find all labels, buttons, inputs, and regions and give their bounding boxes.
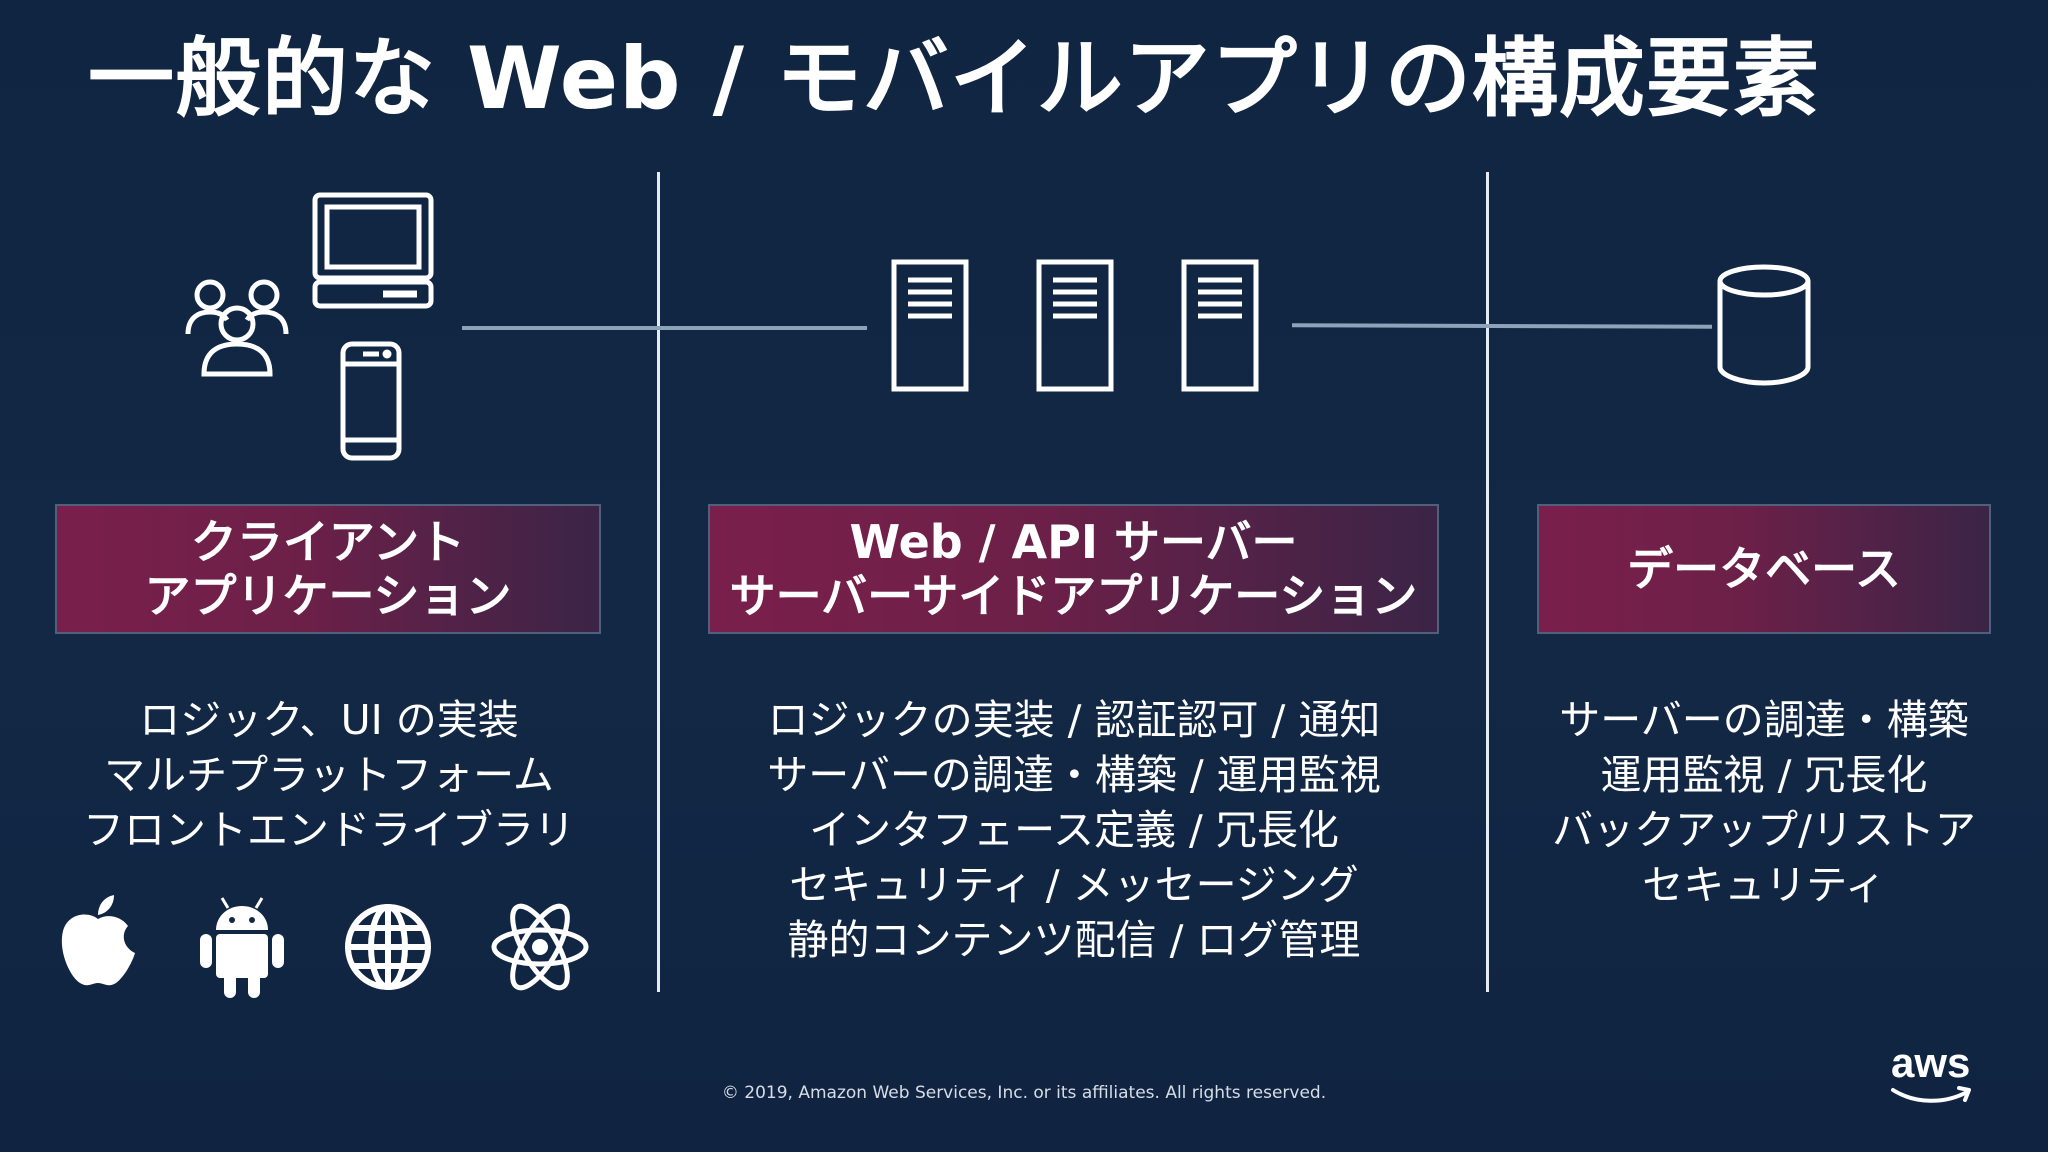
aws-logo-text: aws [1891,1039,1971,1086]
description-line: ロジック、UI の実装 [139,696,519,744]
section-heading-line: クライアント [190,515,466,569]
section-heading-line: Web / API サーバー [849,515,1298,569]
column-divider-left [657,172,660,992]
description-line: 運用監視 / 冗長化 [1600,751,1928,799]
copyright-footer: © 2019, Amazon Web Services, Inc. or its… [721,1083,1327,1103]
section-heading-server: Web / API サーバー サーバーサイドアプリケーション [708,504,1439,634]
users-icon [182,272,292,377]
description-line: インタフェース定義 / 冗長化 [809,806,1339,854]
section-description-client: ロジック、UI の実装 マルチプラットフォーム フロントエンドライブラリ [40,693,618,858]
section-description-database: サーバーの調達・構築 運用監視 / 冗長化 バックアップ/リストア セキュリティ [1510,693,2018,913]
react-atom-icon [490,900,590,994]
server-icon [1180,258,1260,393]
smartphone-icon [339,340,403,462]
description-line: セキュリティ / メッセージング [789,861,1359,909]
android-icon [196,896,288,1000]
server-icon [890,258,970,393]
connector-client-server [462,326,867,330]
apple-icon [58,893,138,987]
connector-server-database [1291,323,1713,329]
description-line: 静的コンテンツ配信 / ログ管理 [787,916,1361,964]
aws-smile-icon [1891,1086,1971,1103]
description-line: マルチプラットフォーム [104,751,554,799]
aws-logo: aws [1883,1040,1979,1112]
description-line: バックアップ/リストア [1552,806,1976,854]
section-heading-database: データベース [1537,504,1991,634]
section-heading-line: アプリケーション [144,569,512,623]
desktop-computer-icon [311,191,435,310]
server-icon [1035,258,1115,393]
globe-icon [343,902,433,992]
description-line: サーバーの調達・構築 / 運用監視 [767,751,1381,799]
section-description-server: ロジックの実装 / 認証認可 / 通知 サーバーの調達・構築 / 運用監視 イン… [690,693,1458,968]
database-icon [1714,263,1814,387]
description-line: サーバーの調達・構築 [1559,696,1969,744]
description-line: ロジックの実装 / 認証認可 / 通知 [767,696,1381,744]
column-divider-right [1486,172,1489,992]
description-line: セキュリティ [1642,861,1886,909]
section-heading-line: データベース [1627,542,1901,596]
slide-title: 一般的な Web / モバイルアプリの構成要素 [88,29,1820,129]
section-heading-line: サーバーサイドアプリケーション [729,569,1418,623]
description-line: フロントエンドライブラリ [83,806,575,854]
section-heading-client: クライアント アプリケーション [55,504,601,634]
